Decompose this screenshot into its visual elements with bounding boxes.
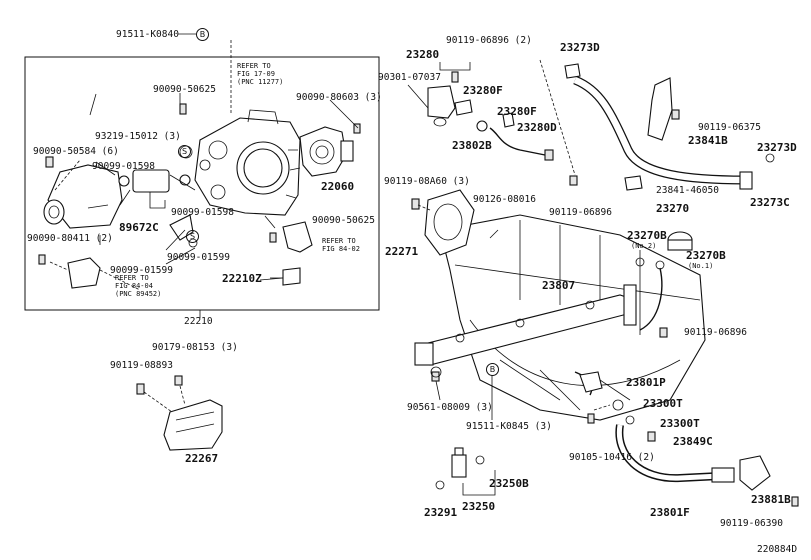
part-label-90179-08153: 90179-08153 (3) xyxy=(152,342,238,353)
diagram-code: 220884D xyxy=(757,544,798,555)
vacuum-hose-drawing xyxy=(564,63,775,191)
part-label-23841B: 23841B xyxy=(688,134,728,147)
part-label-90301-07037: 90301-07037 xyxy=(378,72,441,83)
screws-drawing xyxy=(38,103,361,265)
part-label-23270B-a: 23270B xyxy=(627,229,667,242)
part-label-90119-06896-b: 90119-06896 xyxy=(549,207,612,218)
box-group-label: 22210 xyxy=(184,316,213,327)
part-label-23273D-a: 23273D xyxy=(560,41,600,54)
part-label-93219-15012: 93219-15012 (3) xyxy=(95,131,181,142)
part-label-22267: 22267 xyxy=(185,452,219,465)
note-no2: (No.2) xyxy=(631,242,657,250)
part-label-23802B: 23802B xyxy=(452,139,492,152)
part-label-90099-01598-a: 90099-01598 xyxy=(92,161,155,172)
part-label-23270B-b: 23270B xyxy=(686,249,726,262)
part-label-23250B: 23250B xyxy=(489,477,529,490)
part-label-23807: 23807 xyxy=(542,279,576,292)
part-label-90126-08016: 90126-08016 xyxy=(473,194,536,205)
part-label-90119-06390: 90119-06390 xyxy=(720,518,783,529)
part-label-23881B: 23881B xyxy=(751,493,791,506)
part-label-90099-01599-b: 90099-01599 xyxy=(110,265,173,276)
throttle-sensor-drawing xyxy=(299,126,354,177)
idle-control-drawing xyxy=(43,164,194,241)
part-label-23300T-b: 23300T xyxy=(660,417,700,430)
part-label-23250: 23250 xyxy=(462,500,496,513)
part-label-23280D: 23280D xyxy=(517,121,557,134)
part-label-23300T-a: 23300T xyxy=(643,397,683,410)
part-label-90090-80603: 90090-80603 (3) xyxy=(296,92,382,103)
throttle-body-drawing xyxy=(194,109,301,216)
throttle-body-group-box xyxy=(24,56,380,311)
part-label-23801F: 23801F xyxy=(650,506,690,519)
part-label-90119-06896-c: 90119-06896 xyxy=(684,327,747,338)
part-label-23280F-a: 23280F xyxy=(463,84,503,97)
part-label-23280: 23280 xyxy=(406,48,440,61)
part-label-90090-50584: 90090-50584 (6) xyxy=(33,146,119,157)
part-label-23273D-b: 23273D xyxy=(757,141,797,154)
part-label-89672C: 89672C xyxy=(119,221,159,234)
part-label-91511-K0840: 91511-K0840 xyxy=(116,29,179,40)
part-label-22210Z: 22210Z xyxy=(222,272,262,285)
part-label-23280F-b: 23280F xyxy=(497,105,537,118)
injector-drawing xyxy=(435,447,496,496)
part-label-23273C: 23273C xyxy=(750,196,790,209)
fuel-hose-drawing xyxy=(574,371,799,507)
part-label-90119-08A60: 90119-08A60 (3) xyxy=(384,176,470,187)
part-label-23270: 23270 xyxy=(656,202,690,215)
part-label-23841-46050: 23841-46050 xyxy=(656,185,719,196)
pressure-regulator-drawing xyxy=(427,59,576,176)
part-label-22271: 22271 xyxy=(385,245,419,258)
part-label-90119-08893: 90119-08893 xyxy=(110,360,173,371)
part-label-23849C: 23849C xyxy=(673,435,713,448)
circle-letter-s-1: S xyxy=(178,145,191,158)
part-label-90099-01598-b: 90099-01598 xyxy=(171,207,234,218)
bracket-22267-drawing xyxy=(136,375,223,451)
part-label-23801P: 23801P xyxy=(626,376,666,389)
note-no1: (No.1) xyxy=(688,262,714,270)
part-label-90105-10416: 90105-10416 (2) xyxy=(569,452,655,463)
fuel-rail-drawing xyxy=(414,284,637,366)
circle-letter-b-top: B xyxy=(196,28,209,41)
part-label-90090-80411: 90090-80411 (2) xyxy=(27,233,113,244)
part-label-90119-06896-a: 90119-06896 (2) xyxy=(446,35,532,46)
part-label-90099-01599-a: 90099-01599 xyxy=(167,252,230,263)
part-label-90090-50625-a: 90090-50625 xyxy=(153,84,216,95)
part-label-91511-K0845: 91511-K0845 (3) xyxy=(466,421,552,432)
part-label-23291: 23291 xyxy=(424,506,458,519)
part-label-90090-50625-b: 90090-50625 xyxy=(312,215,375,226)
circle-letter-s-2: S xyxy=(186,230,199,243)
part-label-90119-06375: 90119-06375 xyxy=(698,122,761,133)
circle-letter-b-bottom: B xyxy=(486,363,499,376)
part-label-90561-08009: 90561-08009 (3) xyxy=(407,402,493,413)
part-label-22060: 22060 xyxy=(321,180,355,193)
